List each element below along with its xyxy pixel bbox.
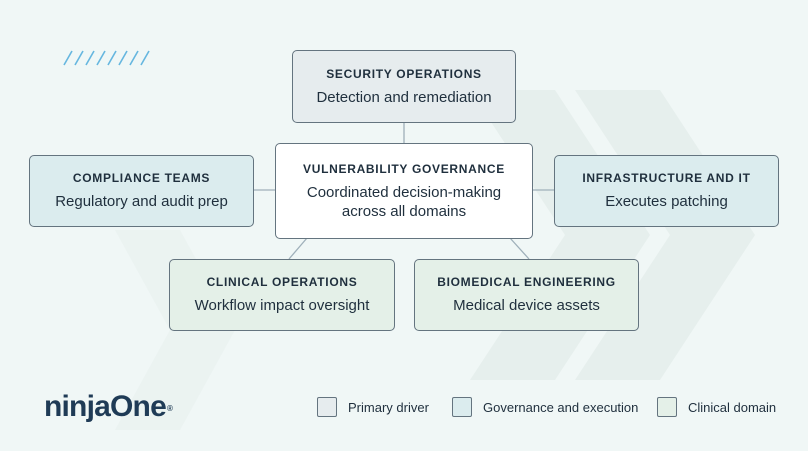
- logo-text: ninjaOne: [44, 390, 167, 423]
- compliance-teams-description: Regulatory and audit prep: [55, 193, 228, 210]
- vulnerability-governance-description-line1: Coordinated decision-making: [306, 183, 502, 201]
- biomedical-engineering-title: BIOMEDICAL ENGINEERING: [437, 275, 616, 289]
- registered-mark: ®: [166, 404, 173, 413]
- diagonal-hatch-decoration: [63, 50, 150, 66]
- legend-primary-driver: Primary driver: [317, 397, 429, 417]
- governance-execution-swatch: [452, 397, 472, 417]
- vulnerability-governance-node: VULNERABILITY GOVERNANCE Coordinated dec…: [275, 143, 533, 239]
- clinical-operations-node: CLINICAL OPERATIONS Workflow impact over…: [169, 259, 395, 331]
- ninjaone-logo: ninjaOne®: [44, 390, 173, 426]
- legend-clinical-domain: Clinical domain: [657, 397, 776, 417]
- connector-biomedical-to-center: [509, 237, 530, 260]
- compliance-teams-node: COMPLIANCE TEAMS Regulatory and audit pr…: [29, 155, 254, 227]
- security-operations-node: SECURITY OPERATIONS Detection and remedi…: [292, 50, 516, 123]
- vulnerability-governance-description-line2: across all domains: [341, 202, 467, 220]
- infrastructure-and-it-node: INFRASTRUCTURE AND IT Executes patching: [554, 155, 779, 227]
- connector-clinical-to-center: [288, 237, 308, 260]
- security-operations-title: SECURITY OPERATIONS: [326, 66, 482, 81]
- clinical-domain-label: Clinical domain: [688, 399, 777, 415]
- governance-execution-label: Governance and execution: [483, 399, 639, 415]
- security-operations-description: Detection and remediation: [316, 88, 492, 106]
- clinical-domain-swatch: [657, 397, 677, 417]
- legend-governance-execution: Governance and execution: [452, 397, 638, 417]
- vulnerability-governance-title: VULNERABILITY GOVERNANCE: [303, 161, 505, 176]
- clinical-operations-description: Workflow impact oversight: [194, 297, 370, 314]
- infrastructure-and-it-description: Executes patching: [605, 193, 728, 210]
- compliance-teams-title: COMPLIANCE TEAMS: [72, 171, 211, 185]
- primary-driver-swatch: [317, 397, 337, 417]
- infrastructure-and-it-title: INFRASTRUCTURE AND IT: [582, 171, 751, 185]
- biomedical-engineering-description: Medical device assets: [453, 297, 600, 314]
- primary-driver-label: Primary driver: [348, 399, 429, 415]
- biomedical-engineering-node: BIOMEDICAL ENGINEERING Medical device as…: [414, 259, 639, 331]
- clinical-operations-title: CLINICAL OPERATIONS: [206, 275, 358, 289]
